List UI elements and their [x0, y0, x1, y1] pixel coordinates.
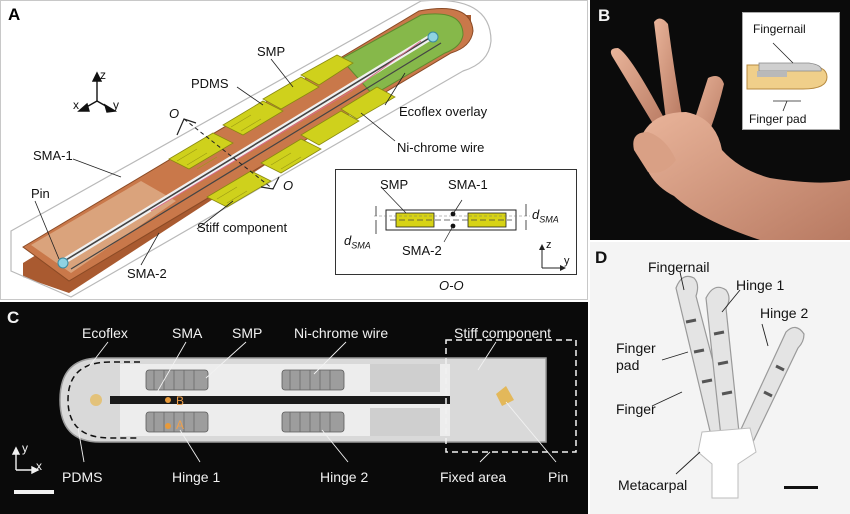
inset-label-fingernail: Fingernail	[753, 22, 806, 36]
point-a-dot	[165, 423, 171, 429]
robotic-hand-photo	[651, 271, 818, 499]
label-pin: Pin	[31, 186, 50, 201]
label-smp: SMP	[257, 44, 286, 59]
label-hinge-1: Hinge 1	[172, 469, 221, 485]
smp-hinge-1	[145, 369, 209, 433]
label-fixed-area: Fixed area	[440, 469, 507, 485]
c-axes	[11, 446, 40, 475]
label-nichrome-wire: Ni-chrome wire	[397, 140, 485, 155]
cross-section-inset: SMP SMA-1 SMA-2 dSMA dSMA z y	[335, 169, 577, 275]
panel-c-label: C	[7, 308, 20, 327]
nichrome-wire	[150, 40, 422, 212]
folded-fingers	[633, 132, 676, 173]
inset-dsma-right: dSMA	[532, 207, 559, 225]
label-stiff-component: Stiff component	[454, 325, 552, 341]
label-sma-2: SMA-2	[127, 266, 167, 281]
label-pdms: PDMS	[62, 469, 103, 485]
ecoflex-boundary	[67, 361, 140, 439]
axis-z-label: z	[100, 68, 106, 82]
pin-marker	[57, 257, 69, 269]
inset-label-sma-2: SMA-2	[402, 243, 442, 258]
sma-1-wire	[60, 36, 432, 264]
panel-c: C Ecoflex SMA SMP Ni-chrome wire Stiff c…	[0, 302, 588, 514]
stiff-component	[31, 181, 176, 273]
label-nichrome-wire: Ni-chrome wire	[294, 325, 389, 341]
label-sma-1: SMA-1	[33, 148, 73, 163]
label-finger-pad: Finger pad	[616, 340, 656, 373]
label-ecoflex: Ecoflex	[82, 325, 128, 341]
label-hinge-1: Hinge 1	[736, 277, 785, 293]
lower-slot	[370, 408, 440, 436]
fabricated-actuator-photo	[11, 339, 577, 494]
axes-triad	[77, 71, 118, 113]
smp-pads	[168, 54, 396, 208]
label-pin: Pin	[548, 469, 569, 485]
inset-dsma-left: dSMA	[344, 233, 371, 251]
label-pdms: PDMS	[191, 76, 229, 91]
inset-axis-z: z	[546, 239, 552, 251]
c-leader-lines	[77, 341, 557, 463]
tip-pin-marker	[427, 31, 439, 43]
inset-label-sma-1: SMA-1	[448, 177, 488, 192]
coil-lines	[153, 370, 331, 432]
inset-label-smp: SMP	[380, 177, 409, 192]
d-leader-lines	[651, 271, 769, 475]
panel-d: D Fingernail Hinge 1 Hinge 2 Finger pad …	[590, 242, 850, 514]
finger-rods	[675, 275, 805, 449]
section-mark-bottom: O	[283, 178, 294, 193]
section-mark-top: O	[169, 106, 180, 121]
cross-section-drawing	[374, 187, 566, 271]
finger-hinges	[685, 318, 785, 398]
metacarpal-base	[697, 427, 757, 499]
label-fingernail: Fingernail	[648, 259, 710, 275]
scale-bar	[14, 490, 54, 494]
fingertip-drawing	[746, 42, 828, 112]
fixed-area-box	[445, 339, 577, 453]
palm	[640, 112, 850, 240]
inset-label-finger-pad: Finger pad	[749, 112, 807, 126]
axis-x-label: x	[73, 98, 79, 112]
label-point-a: A	[176, 418, 185, 432]
section-arrow-top	[176, 118, 197, 136]
inset-caption: O-O	[439, 278, 464, 293]
center-channel	[110, 396, 450, 404]
label-metacarpal: Metacarpal	[618, 477, 688, 493]
smp-hatch	[176, 114, 302, 204]
label-finger: Finger	[616, 401, 656, 417]
upper-slot	[370, 364, 440, 392]
inset-axis-y: y	[564, 255, 570, 267]
tip-pin	[90, 394, 102, 406]
c-axis-x: x	[36, 459, 42, 473]
label-hinge-2: Hinge 2	[320, 469, 369, 485]
label-smp: SMP	[232, 325, 263, 341]
point-b-dot	[165, 397, 171, 403]
label-stiff-component: Stiff component	[197, 220, 288, 235]
d-scale-bar	[784, 486, 818, 489]
label-hinge-2: Hinge 2	[760, 305, 809, 321]
outer-envelope	[10, 1, 492, 298]
leader-lines	[34, 58, 406, 266]
panel-b-label: B	[598, 6, 611, 25]
panel-a-label: A	[8, 5, 21, 24]
panel-b: B Fingernail Finger pad	[590, 0, 850, 240]
label-point-b: B	[176, 394, 185, 408]
sma-2-wire	[70, 42, 442, 270]
actuator-3d-diagram	[10, 1, 492, 298]
axis-y-label: y	[113, 98, 119, 112]
label-ecoflex-overlay: Ecoflex overlay	[399, 104, 488, 119]
index-finger	[610, 48, 664, 132]
c-axis-y: y	[22, 441, 28, 455]
smp-hinge-2	[281, 369, 345, 433]
label-sma: SMA	[172, 325, 203, 341]
panel-a: A z x y PDMS SMP Ecoflex overlay Ni-chro…	[0, 0, 588, 300]
fixed-pin	[496, 386, 514, 406]
section-line	[183, 118, 274, 190]
section-arrow-bottom	[260, 176, 280, 190]
hand-photo	[610, 18, 850, 240]
panel-d-label: D	[595, 248, 608, 267]
fingertip-inset: Fingernail Finger pad	[742, 12, 840, 130]
middle-finger	[654, 18, 682, 121]
